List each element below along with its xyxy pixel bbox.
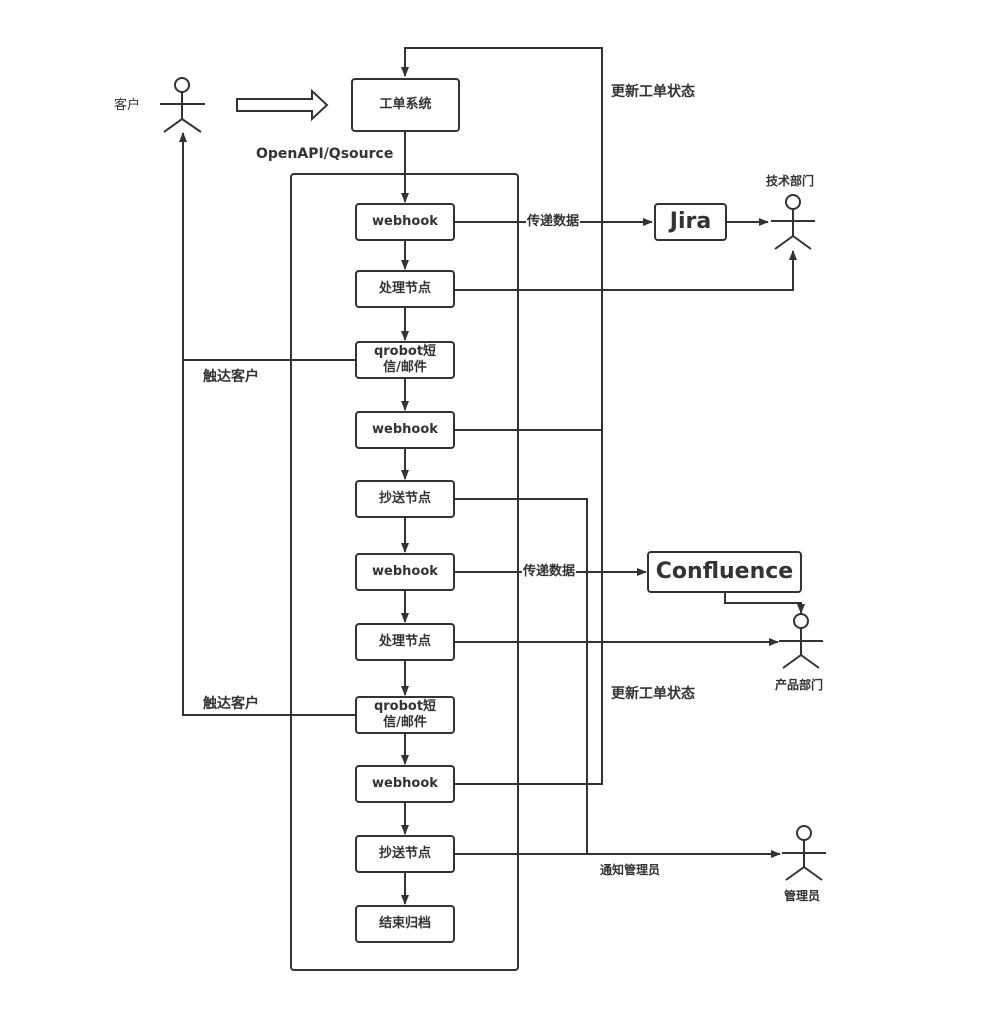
webhook-node-1[interactable]: webhook	[355, 203, 455, 241]
pass-data-label-2: 传递数据	[522, 564, 577, 580]
status-loop-edge	[401, 47, 603, 431]
reach-customer-label-2: 触达客户	[203, 696, 259, 712]
confluence-label: Confluence	[655, 559, 794, 584]
reach-customer-edge-2	[182, 360, 355, 716]
process-node-2[interactable]: 处理节点	[355, 623, 455, 661]
admin-figure	[782, 825, 826, 881]
node-label: 结束归档	[378, 916, 431, 931]
archive-node[interactable]: 结束归档	[355, 905, 455, 943]
confluence-to-product-edge	[724, 593, 805, 614]
node-label: qrobot短信/邮件	[373, 344, 437, 375]
reach-customer-label-1: 触达客户	[203, 369, 259, 385]
cc-node-1[interactable]: 抄送节点	[355, 480, 455, 518]
api-label: OpenAPI/Qsource	[256, 146, 394, 162]
node-label: webhook	[372, 214, 438, 229]
jira-label: Jira	[669, 209, 712, 234]
node-label: 抄送节点	[378, 491, 431, 506]
node-label: webhook	[372, 776, 438, 791]
webhook-node-3[interactable]: webhook	[355, 553, 455, 591]
qrobot-node-2[interactable]: qrobot短信/邮件	[355, 696, 455, 734]
webhook-node-2[interactable]: webhook	[355, 411, 455, 449]
notify-admin-label: 通知管理员	[600, 863, 661, 877]
process-node-1[interactable]: 处理节点	[355, 270, 455, 308]
admin-label: 管理员	[784, 889, 821, 903]
node-label: qrobot短信/邮件	[373, 699, 437, 730]
update-status-label-1: 更新工单状态	[611, 84, 695, 100]
submit-arrow	[236, 88, 329, 122]
webhook-node-4[interactable]: webhook	[355, 765, 455, 803]
node-label: 处理节点	[378, 281, 431, 296]
ticket-system-label: 工单系统	[379, 97, 432, 112]
pass-data-label-1: 传递数据	[526, 214, 581, 230]
node-label: 抄送节点	[378, 846, 431, 861]
product-dept-label: 产品部门	[775, 678, 824, 692]
status-loop-edge-2	[455, 430, 603, 785]
process-to-tech-edge	[455, 250, 797, 291]
confluence-node[interactable]: Confluence	[647, 551, 802, 593]
customer-label: 客户	[114, 98, 141, 113]
qrobot-node-1[interactable]: qrobot短信/邮件	[355, 341, 455, 379]
jira-node[interactable]: Jira	[654, 203, 727, 241]
cc-node-2[interactable]: 抄送节点	[355, 835, 455, 873]
tech-dept-label: 技术部门	[766, 174, 815, 188]
ticket-system-node[interactable]: 工单系统	[351, 78, 460, 132]
customer-figure	[160, 77, 205, 133]
tech-dept-figure	[771, 194, 815, 250]
node-label: webhook	[372, 564, 438, 579]
node-label: 处理节点	[378, 634, 431, 649]
reach-customer-edge	[179, 132, 355, 361]
update-status-label-2: 更新工单状态	[611, 686, 695, 702]
cc-edge	[455, 498, 588, 854]
node-label: webhook	[372, 422, 438, 437]
product-dept-figure	[779, 613, 823, 669]
